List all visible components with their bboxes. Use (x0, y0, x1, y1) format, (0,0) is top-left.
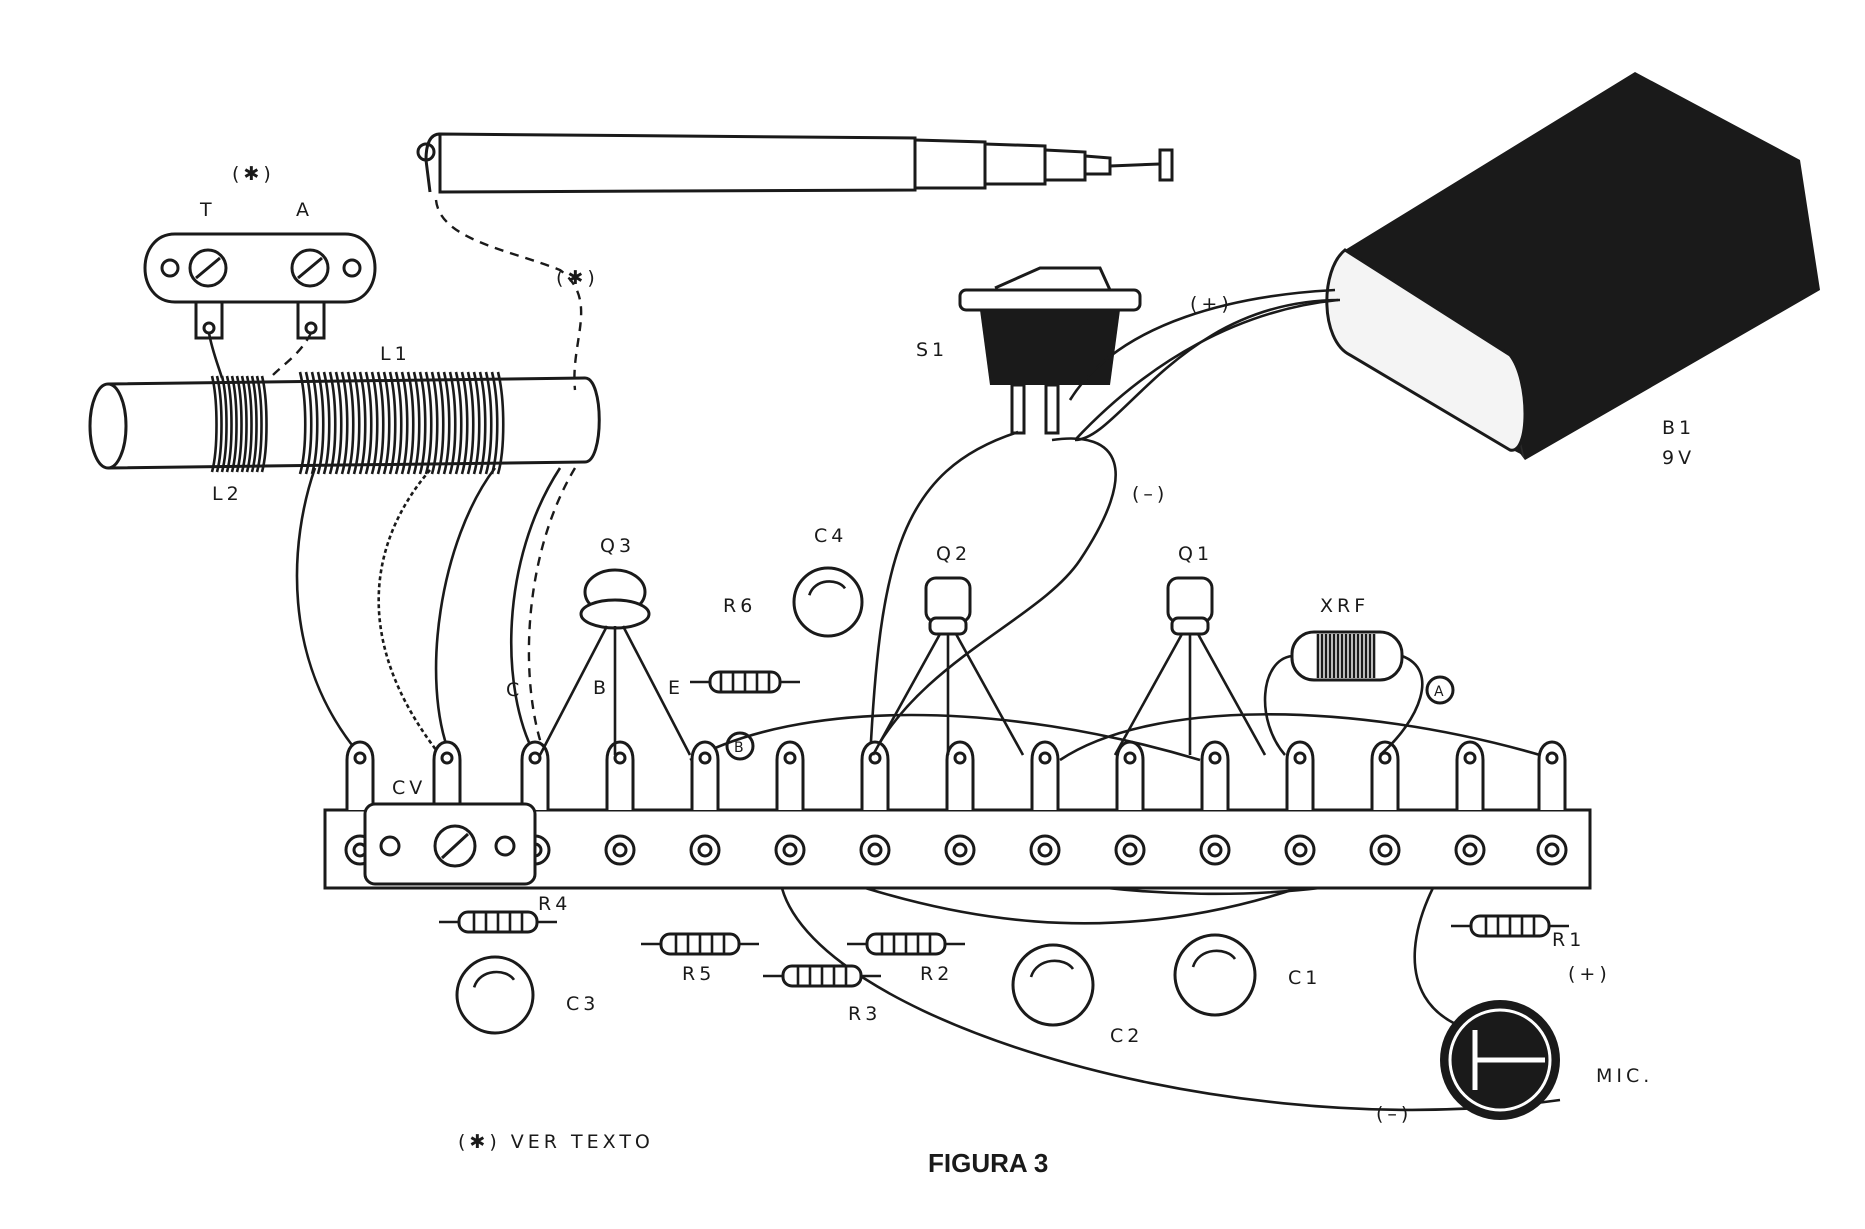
solder-tag (1115, 740, 1145, 810)
solder-tag (1030, 740, 1060, 810)
resistor-r6 (690, 670, 800, 694)
ferrite-rod-coils (88, 371, 601, 475)
eyelet (944, 834, 976, 866)
solder-tag (690, 740, 720, 810)
r6-label: R6 (723, 595, 756, 617)
capacitor-c3 (455, 955, 535, 1035)
labels: (✱) T A (✱) L1 L2 CV Q3 C4 Q2 Q1 XRF C B… (199, 163, 1695, 1178)
transistor-q1 (1113, 576, 1267, 756)
antenna-terminal-block (143, 232, 377, 379)
pin-b-label: B (593, 677, 610, 699)
eyelet (1284, 834, 1316, 866)
cv-label: CV (392, 777, 426, 799)
footnote: (✱) VER TEXTO (458, 1131, 654, 1153)
capacitor-c2 (1011, 943, 1095, 1027)
eyelet (859, 834, 891, 866)
solder-tag (1455, 740, 1485, 810)
telescopic-antenna (416, 132, 1174, 391)
tuning-capacitor-cv (363, 802, 537, 886)
c4-label: C4 (814, 525, 847, 547)
resistor-r1 (1451, 914, 1569, 938)
screw-t-icon (188, 248, 228, 288)
point-a-marker (1425, 675, 1455, 705)
eyelet (1369, 834, 1401, 866)
terminal-note: (✱) (232, 163, 275, 185)
eyelet (604, 834, 636, 866)
eyelet (774, 834, 806, 866)
solder-tag (775, 740, 805, 810)
coil-l1 (298, 371, 505, 475)
capacitor-c4 (792, 566, 864, 638)
wiring (295, 298, 1561, 1112)
l1-label: L1 (380, 343, 411, 365)
terminal-a-label: A (296, 199, 313, 221)
q1-label: Q1 (1178, 543, 1213, 565)
r2-label: R2 (920, 963, 953, 985)
q3-label: Q3 (600, 535, 635, 557)
resistor-r3 (763, 964, 881, 988)
point-a-label: A (1434, 684, 1444, 700)
figure-title: FIGURA 3 (928, 1148, 1048, 1178)
switch-s1 (958, 266, 1142, 435)
r4-label: R4 (538, 893, 571, 915)
eyelet (1199, 834, 1231, 866)
antenna-note: (✱) (556, 267, 599, 289)
solder-tag (432, 740, 462, 810)
capacitor-c1 (1173, 933, 1257, 1017)
solder-tag (345, 740, 375, 810)
eyelet (1454, 834, 1486, 866)
battery-negative-label: (–) (1132, 483, 1168, 505)
microphone (1440, 1000, 1560, 1120)
eyelet (1114, 834, 1146, 866)
mic-label: MIC. (1596, 1065, 1653, 1087)
eyelet (689, 834, 721, 866)
rf-choke-xrf (1263, 630, 1424, 756)
terminal-t-label: T (199, 199, 216, 221)
c3-label: C3 (566, 993, 599, 1015)
point-b-marker (725, 731, 755, 761)
c1-label: C1 (1288, 967, 1321, 989)
solder-tag (605, 740, 635, 810)
mic-positive-label: (+) (1568, 963, 1611, 985)
solder-tag (520, 740, 550, 810)
c2-label: C2 (1110, 1025, 1143, 1047)
xrf-label: XRF (1320, 595, 1369, 617)
solder-tag (1370, 740, 1400, 810)
r5-label: R5 (682, 963, 715, 985)
solder-tag (1285, 740, 1315, 810)
solder-tag (1200, 740, 1230, 810)
pin-e-label: E (668, 677, 684, 699)
solder-tag (1537, 740, 1567, 810)
pin-c-label: C (506, 679, 523, 701)
b1-voltage-label: 9V (1662, 447, 1695, 469)
screw-a-icon (290, 248, 330, 288)
mic-negative-label: (–) (1376, 1103, 1412, 1125)
s1-label: S1 (916, 339, 948, 361)
point-b-label: B (734, 740, 744, 756)
transistor-q2 (871, 576, 1025, 756)
resistor-r2 (847, 932, 965, 956)
b1-label: B1 (1662, 417, 1695, 439)
transistor-q3 (538, 568, 692, 756)
eyelet (1029, 834, 1061, 866)
r3-label: R3 (848, 1003, 881, 1025)
battery-b1 (1068, 72, 1820, 460)
l2-label: L2 (212, 483, 243, 505)
eyelet (1536, 834, 1568, 866)
solder-tag (945, 740, 975, 810)
coil-l2 (210, 375, 268, 473)
resistor-r5 (641, 932, 759, 956)
resistor-r4 (439, 910, 557, 934)
q2-label: Q2 (936, 543, 971, 565)
r1-label: R1 (1552, 929, 1585, 951)
battery-positive-label: (+) (1190, 293, 1233, 315)
